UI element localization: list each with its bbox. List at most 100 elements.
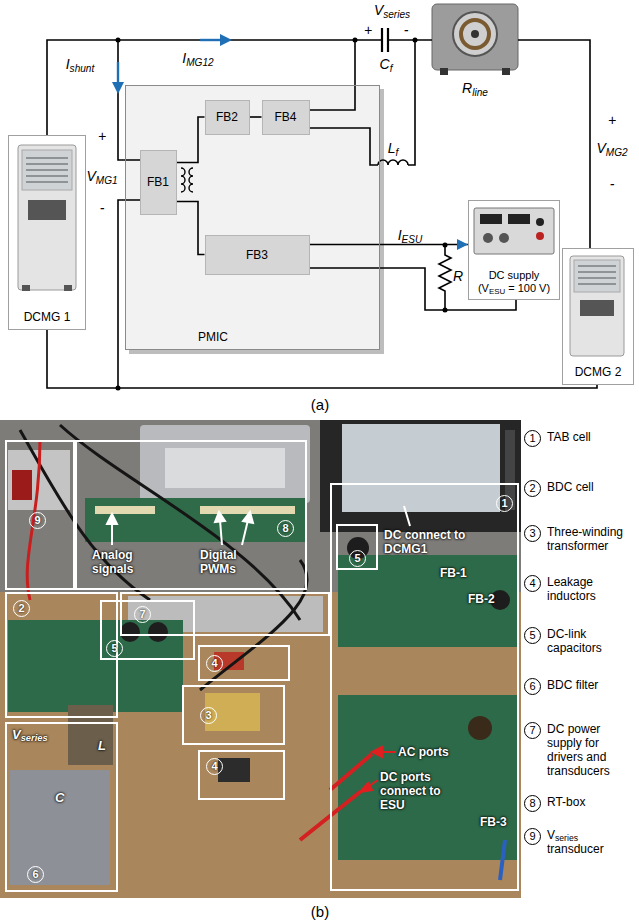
lab-photo <box>120 622 140 642</box>
wire <box>439 245 451 310</box>
polarity-sign: - <box>100 200 105 216</box>
transformer-link <box>177 117 205 163</box>
callout-number: 2 <box>524 480 541 497</box>
callout-number: 9 <box>524 828 541 845</box>
dcmg-picture <box>570 256 624 356</box>
rheostat-picture <box>440 68 448 75</box>
pointer-arrow <box>215 512 225 522</box>
dc-supply-picture <box>499 233 509 243</box>
supply-box: DC supply(VESU = 100 V) <box>468 200 560 300</box>
machine-box: DCMG 1 <box>8 135 86 330</box>
wire <box>388 39 432 41</box>
lab-photo <box>60 425 300 620</box>
photo-region: 5 <box>336 524 378 570</box>
dcmg-picture <box>26 158 68 182</box>
callout-number: 4 <box>524 575 541 592</box>
dcmg-picture <box>18 145 76 290</box>
current-arrow <box>112 82 124 94</box>
callout-number: 3 <box>200 707 217 724</box>
junction-dot <box>413 38 418 43</box>
subscript: MG2 <box>606 147 628 158</box>
lab-photo <box>0 420 521 898</box>
pointer-arrow <box>360 783 372 792</box>
rheostat-picture <box>453 12 497 56</box>
converter-box: PMICFB1FB2FB4FB3 <box>125 85 380 350</box>
lab-photo <box>218 758 250 782</box>
callout-number: 5 <box>106 640 123 657</box>
current-label: IESU <box>396 227 425 243</box>
pointer-arrow <box>220 520 222 545</box>
component-label: R <box>453 268 463 284</box>
callout-number: 3 <box>524 525 541 542</box>
lab-photo <box>140 425 310 503</box>
photo-annotation: Digital PWMs <box>200 548 262 576</box>
bridge-box: FB3 <box>205 235 310 275</box>
wire <box>408 40 415 165</box>
callout-number: 1 <box>496 495 513 512</box>
lab-photo <box>200 506 295 514</box>
callout-text: Vseries transducer <box>547 828 636 856</box>
pointer-arrow <box>372 747 382 757</box>
inductor-symbol <box>378 160 408 165</box>
subscript: f <box>395 147 398 158</box>
junction-dot <box>443 308 448 313</box>
subscript: ESU <box>489 287 505 296</box>
component-label: Rline <box>462 80 488 96</box>
dc-supply-picture <box>474 208 554 254</box>
wire <box>310 128 378 165</box>
polarity-sign: + <box>98 128 106 144</box>
dcmg-picture <box>570 256 624 356</box>
subscript: line <box>472 87 488 98</box>
voltage-label: VMG2 <box>596 140 627 156</box>
dcmg-picture <box>22 150 72 190</box>
current-label: Ishunt <box>66 56 95 72</box>
node-label: FB3 <box>246 248 268 262</box>
node-label: PMIC <box>198 330 228 344</box>
current-arrow <box>117 62 119 84</box>
subscript: MG1 <box>96 175 118 186</box>
wire <box>118 40 140 160</box>
dc-supply-picture <box>480 214 502 224</box>
photo-region: 9 <box>5 440 75 590</box>
dcmg-picture <box>580 300 614 316</box>
node-label: (VESU = 100 V) <box>478 282 550 295</box>
rheostat-picture <box>461 20 489 48</box>
lab-photo <box>10 770 110 885</box>
inductor-symbol <box>378 160 408 165</box>
callout-number: 6 <box>27 866 44 883</box>
lab-photo <box>200 560 307 690</box>
lab-photo <box>320 420 521 532</box>
lab-photo <box>95 506 155 514</box>
dcmg-picture <box>64 285 72 291</box>
callout-number: 9 <box>29 512 46 529</box>
photo-annotation: FB-1 <box>440 566 467 580</box>
wire <box>47 40 597 388</box>
dc-supply-picture <box>536 218 544 226</box>
transformer-link <box>177 202 205 255</box>
photo-annotation: Analog signals <box>92 548 158 576</box>
lab-photo <box>8 620 183 712</box>
pointer-arrow <box>111 522 113 545</box>
photo-annotation: DC ports connect to ESU <box>380 770 466 812</box>
dcmg-picture <box>18 145 76 291</box>
callout-number: 6 <box>524 678 541 695</box>
rheostat-picture <box>502 68 510 75</box>
rheostat-picture <box>471 30 479 38</box>
bridge-box: FB4 <box>262 100 310 135</box>
photo-annotation: L <box>98 738 106 753</box>
dc-link <box>250 116 262 118</box>
voltage-label: Vseries <box>374 2 410 18</box>
callout-text: DC-link capacitors <box>547 627 636 655</box>
callout-number: 5 <box>349 550 366 567</box>
pointer-arrow <box>242 520 248 545</box>
callout-text: BDC filter <box>547 678 636 692</box>
rheostat-picture <box>432 4 518 75</box>
node-label: DCMG 2 <box>575 365 622 379</box>
node-label: FB4 <box>274 110 296 124</box>
dcmg-picture <box>22 285 30 291</box>
node-label: DC supply <box>489 269 540 282</box>
junction-dot <box>353 38 358 43</box>
subscript: series <box>383 9 410 20</box>
